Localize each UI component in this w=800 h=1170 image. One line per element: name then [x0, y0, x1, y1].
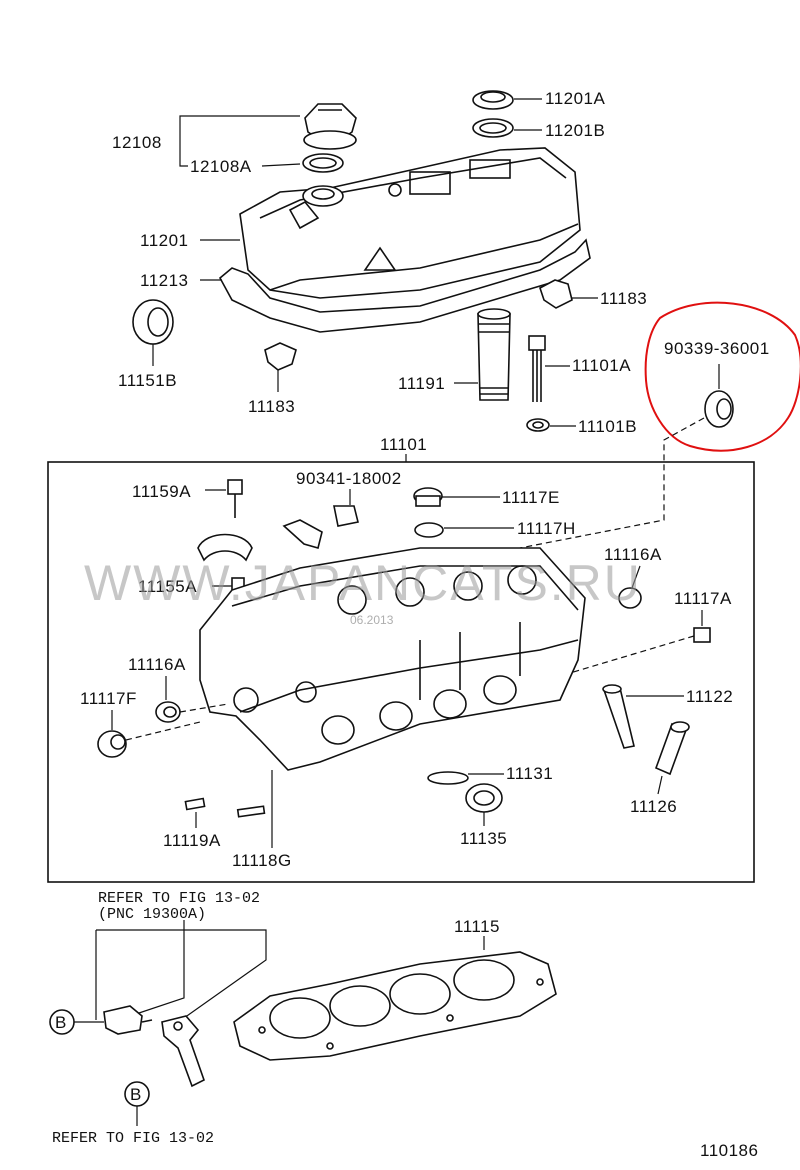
- label-11191: 11191: [398, 374, 445, 393]
- label-11101A: 11101A: [572, 356, 631, 375]
- watermark-date: 06.2013: [350, 613, 394, 627]
- label-11151B: 11151B: [118, 371, 177, 390]
- label-11201A: 11201A: [545, 89, 606, 108]
- label-90341-18002: 90341-18002: [296, 469, 402, 488]
- cylinder-head[interactable]: [199, 547, 586, 771]
- svg-text:B: B: [55, 1013, 67, 1032]
- cover-bracket-left[interactable]: [264, 342, 297, 371]
- label-11117F: 11117F: [80, 689, 137, 708]
- valve-guide-11122[interactable]: [602, 684, 635, 749]
- cover-bracket-right[interactable]: [539, 279, 573, 309]
- grommet-11201A[interactable]: [472, 90, 514, 110]
- label-11117A: 11117A: [674, 589, 732, 608]
- label-11201B: 11201B: [545, 121, 605, 140]
- cylinder-head-cover[interactable]: [239, 147, 581, 299]
- oil-seal-11151B[interactable]: [132, 299, 174, 345]
- label-11101: 11101: [380, 435, 427, 454]
- label-11183-left: 11183: [248, 397, 295, 416]
- label-11213: 11213: [140, 271, 189, 290]
- ref-top-line1[interactable]: REFER TO FIG 13-02: [98, 890, 260, 907]
- label-11126: 11126: [630, 797, 677, 816]
- gasket-11117H[interactable]: [414, 522, 444, 538]
- svg-text:B: B: [130, 1085, 142, 1104]
- gasket-11131[interactable]: [427, 771, 469, 785]
- filler-cap-gasket[interactable]: [302, 153, 344, 173]
- label-11115: 11115: [454, 917, 500, 936]
- plug-11117A[interactable]: [693, 627, 711, 643]
- watermark: WWW.JAPANCATS.RU: [84, 555, 642, 611]
- label-11118G: 11118G: [232, 851, 292, 870]
- head-bolt-11101A[interactable]: [528, 335, 546, 402]
- pin-11119A[interactable]: [184, 797, 206, 811]
- pin-11118G[interactable]: [236, 805, 266, 818]
- label-11117H: 11117H: [517, 519, 576, 538]
- label-11159A: 11159A: [132, 482, 191, 501]
- plug-11117F[interactable]: [97, 730, 127, 758]
- label-11116A-right: 11116A: [604, 545, 662, 564]
- label-11183-right: 11183: [600, 289, 647, 308]
- diagram-number: 110186: [700, 1141, 758, 1160]
- spark-plug-tube[interactable]: [477, 308, 511, 401]
- engine-hanger[interactable]: [161, 1015, 205, 1088]
- label-11201: 11201: [140, 231, 189, 250]
- rocker-bracket[interactable]: [282, 519, 323, 549]
- label-11117E: 11117E: [502, 488, 560, 507]
- seal-11135[interactable]: [465, 783, 503, 813]
- head-gasket[interactable]: [233, 951, 557, 1061]
- label-11119A: 11119A: [163, 831, 221, 850]
- marker-b-lower[interactable]: B: [124, 1081, 150, 1107]
- head-cover-gasket[interactable]: [218, 238, 591, 333]
- ref-bottom[interactable]: REFER TO FIG 13-02: [52, 1130, 214, 1147]
- label-11135: 11135: [460, 829, 507, 848]
- label-11116A-left: 11116A: [128, 655, 186, 674]
- highlight-circle: [644, 301, 800, 452]
- pcv-union[interactable]: [103, 1005, 153, 1035]
- bolt-11159A[interactable]: [227, 479, 243, 518]
- marker-b-upper[interactable]: B: [49, 1009, 75, 1035]
- camshaft-bearing-cap[interactable]: [197, 533, 253, 562]
- plug-90341-18002[interactable]: [333, 505, 359, 527]
- label-11131: 11131: [506, 764, 553, 783]
- label-90339-36001: 90339-36001: [664, 339, 770, 358]
- label-12108A: 12108A: [190, 157, 252, 176]
- plug-11116A-right[interactable]: [618, 587, 642, 609]
- plug-11117E[interactable]: [413, 487, 443, 507]
- label-12108: 12108: [112, 133, 162, 152]
- grommet-11201B[interactable]: [472, 118, 514, 138]
- label-11155A: 11155A: [138, 577, 197, 596]
- oil-filler-cap[interactable]: [303, 103, 357, 150]
- label-11122: 11122: [686, 687, 733, 706]
- plug-90339-36001[interactable]: [704, 390, 734, 428]
- cylinder-head-frame: [47, 461, 755, 883]
- valve-guide-11126[interactable]: [654, 721, 690, 776]
- ref-top-line2[interactable]: (PNC 19300A): [98, 906, 206, 923]
- plug-11116A-left[interactable]: [155, 701, 181, 723]
- label-11101B: 11101B: [578, 417, 637, 436]
- washer-11101B[interactable]: [526, 418, 550, 432]
